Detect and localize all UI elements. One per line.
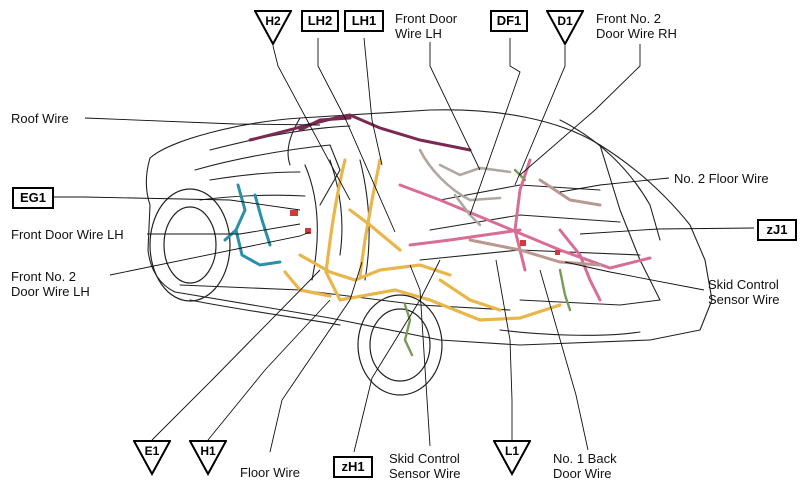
- connector-box-df1: DF1: [490, 10, 528, 32]
- label-no1-back-door-wire-line1: No. 1 Back: [553, 451, 617, 466]
- label-roof-wire: Roof Wire: [11, 111, 69, 126]
- label-no2-floor-wire: No. 2 Floor Wire: [674, 171, 769, 186]
- label-front-no2-door-wire-rh-line2: Door Wire RH: [596, 26, 677, 41]
- label-no1-back-door-wire-line2: Door Wire: [553, 466, 612, 481]
- label-skid-control-sensor-wire-right-line2: Sensor Wire: [708, 292, 780, 307]
- label-front-door-wire-lh-top-line1: Front Door: [395, 11, 458, 26]
- triangle-label-e1: E1: [144, 444, 160, 458]
- label-front-door-wire-lh-top-line2: Wire LH: [395, 26, 442, 41]
- triangle-label-d1: D1: [557, 14, 573, 28]
- triangle-marker-e1: E1: [133, 440, 171, 476]
- triangle-marker-h2: H2: [254, 10, 292, 46]
- label-front-door-wire-lh: Front Door Wire LH: [11, 227, 124, 242]
- connector-box-lh1: LH1: [344, 10, 384, 32]
- label-skid-control-sensor-wire-bottom-line2: Sensor Wire: [389, 466, 461, 481]
- connector-box-zh1: zH1: [333, 456, 373, 478]
- label-front-no2-door-wire-lh-line2: Door Wire LH: [11, 284, 90, 299]
- label-front-no2-door-wire-rh-line1: Front No. 2: [596, 11, 662, 26]
- connector-box-lh2: LH2: [301, 10, 339, 32]
- label-floor-wire: Floor Wire: [240, 465, 300, 480]
- triangle-marker-d1: D1: [546, 10, 584, 46]
- triangle-marker-h1: H1: [189, 440, 227, 476]
- label-skid-control-sensor-wire-right-line1: Skid Control: [708, 277, 779, 292]
- triangle-marker-l1: L1: [493, 440, 531, 476]
- triangle-label-h2: H2: [265, 14, 281, 28]
- connector-box-zj1: zJ1: [757, 219, 797, 241]
- label-skid-control-sensor-wire-bottom-line1: Skid Control: [389, 451, 460, 466]
- label-front-no2-door-wire-lh-line1: Front No. 2: [11, 269, 77, 284]
- connector-box-eg1: EG1: [12, 187, 54, 209]
- triangle-label-l1: L1: [504, 444, 519, 458]
- triangle-label-h1: H1: [200, 444, 216, 458]
